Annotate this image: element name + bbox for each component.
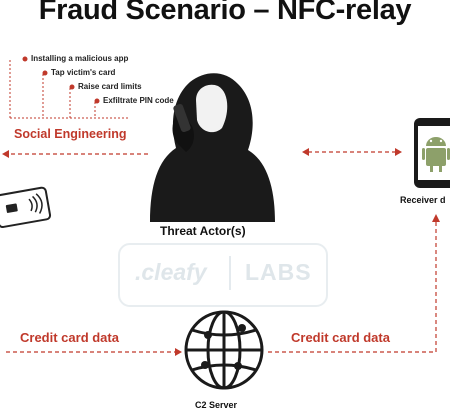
receiver-phone-icon: [414, 118, 450, 188]
step-install-app: Installing a malicious app: [31, 54, 129, 63]
receiver-device-label: Receiver d: [400, 195, 446, 205]
watermark-divider: [229, 256, 231, 290]
credit-card-icon: [0, 186, 52, 229]
social-arrow-head: [2, 150, 9, 158]
social-engineering-label: Social Engineering: [14, 127, 127, 141]
hooded-hacker-icon: [150, 73, 275, 222]
network-nodes: [201, 324, 246, 370]
step-dot-4: [94, 98, 100, 104]
receiver-up-head: [432, 214, 440, 222]
threat-actor-label: Threat Actor(s): [160, 224, 246, 238]
step-tap-card: Tap victim's card: [51, 68, 116, 77]
globe-icon: [184, 310, 264, 390]
card-server-head: [175, 348, 182, 356]
step-raise-limits: Raise card limits: [78, 82, 142, 91]
watermark-frame: [118, 243, 328, 307]
watermark-logo: .cleafy: [135, 259, 207, 285]
step-exfiltrate-pin: Exfiltrate PIN code: [103, 96, 174, 105]
credit-card-data-right: Credit card data: [291, 330, 390, 345]
step-dot-2: [42, 70, 48, 76]
actor-receiver-head-right: [395, 148, 402, 156]
step-dot-1: [22, 56, 28, 62]
c2-server-label: C2 Server: [195, 400, 238, 410]
credit-card-data-left: Credit card data: [20, 330, 119, 345]
actor-receiver-head-left: [302, 148, 309, 156]
diagram-title: Fraud Scenario – NFC-relay: [38, 0, 412, 26]
step-dot-3: [69, 84, 75, 90]
watermark-labs: LABS: [245, 259, 312, 285]
